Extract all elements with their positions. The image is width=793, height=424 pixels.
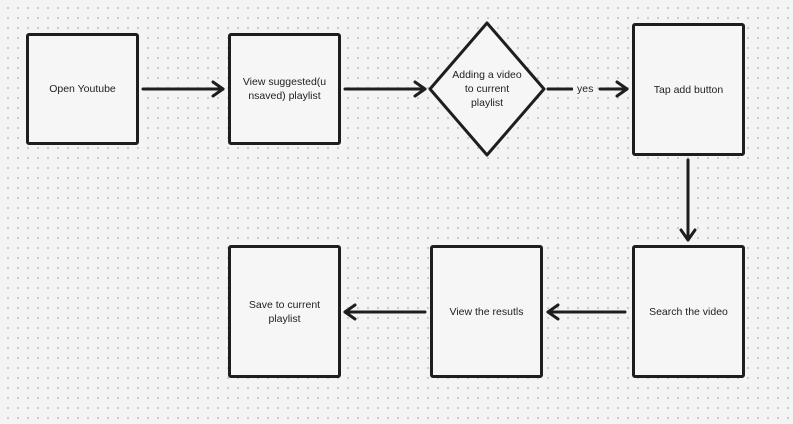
node-tap-add-button[interactable]: Tap add button — [632, 23, 745, 156]
node-tap-add-button-label: Tap add button — [653, 83, 724, 96]
node-view-the-results[interactable]: View the resutls — [430, 245, 543, 378]
node-view-suggested-playlist-label: View suggested(unsaved) playlist — [242, 76, 327, 102]
arrow-search-to-view-results — [546, 303, 627, 321]
decision-diamond — [428, 21, 546, 157]
arrow-open-to-view-suggested — [141, 80, 225, 98]
edge-label-yes: yes — [573, 82, 598, 96]
node-search-the-video-label: Search the video — [649, 305, 728, 318]
node-decision-adding-video-label: Adding a video to current playlist — [452, 69, 522, 109]
node-save-to-current-playlist-label: Save to current playlist — [248, 298, 321, 325]
node-view-suggested-playlist[interactable]: View suggested(unsaved) playlist — [228, 33, 341, 145]
node-open-youtube-label: Open Youtube — [49, 83, 116, 95]
arrow-view-suggested-to-decision — [343, 80, 427, 98]
arrow-tap-add-to-search — [679, 158, 697, 242]
node-decision-adding-video[interactable]: Adding a video to current playlist — [452, 50, 522, 128]
node-search-the-video[interactable]: Search the video — [632, 245, 745, 378]
node-view-the-results-label: View the resutls — [449, 305, 524, 318]
node-open-youtube[interactable]: Open Youtube — [26, 33, 139, 145]
arrow-decision-to-tap-add — [546, 80, 629, 98]
node-save-to-current-playlist[interactable]: Save to current playlist — [228, 245, 341, 378]
arrow-view-results-to-save — [343, 303, 427, 321]
